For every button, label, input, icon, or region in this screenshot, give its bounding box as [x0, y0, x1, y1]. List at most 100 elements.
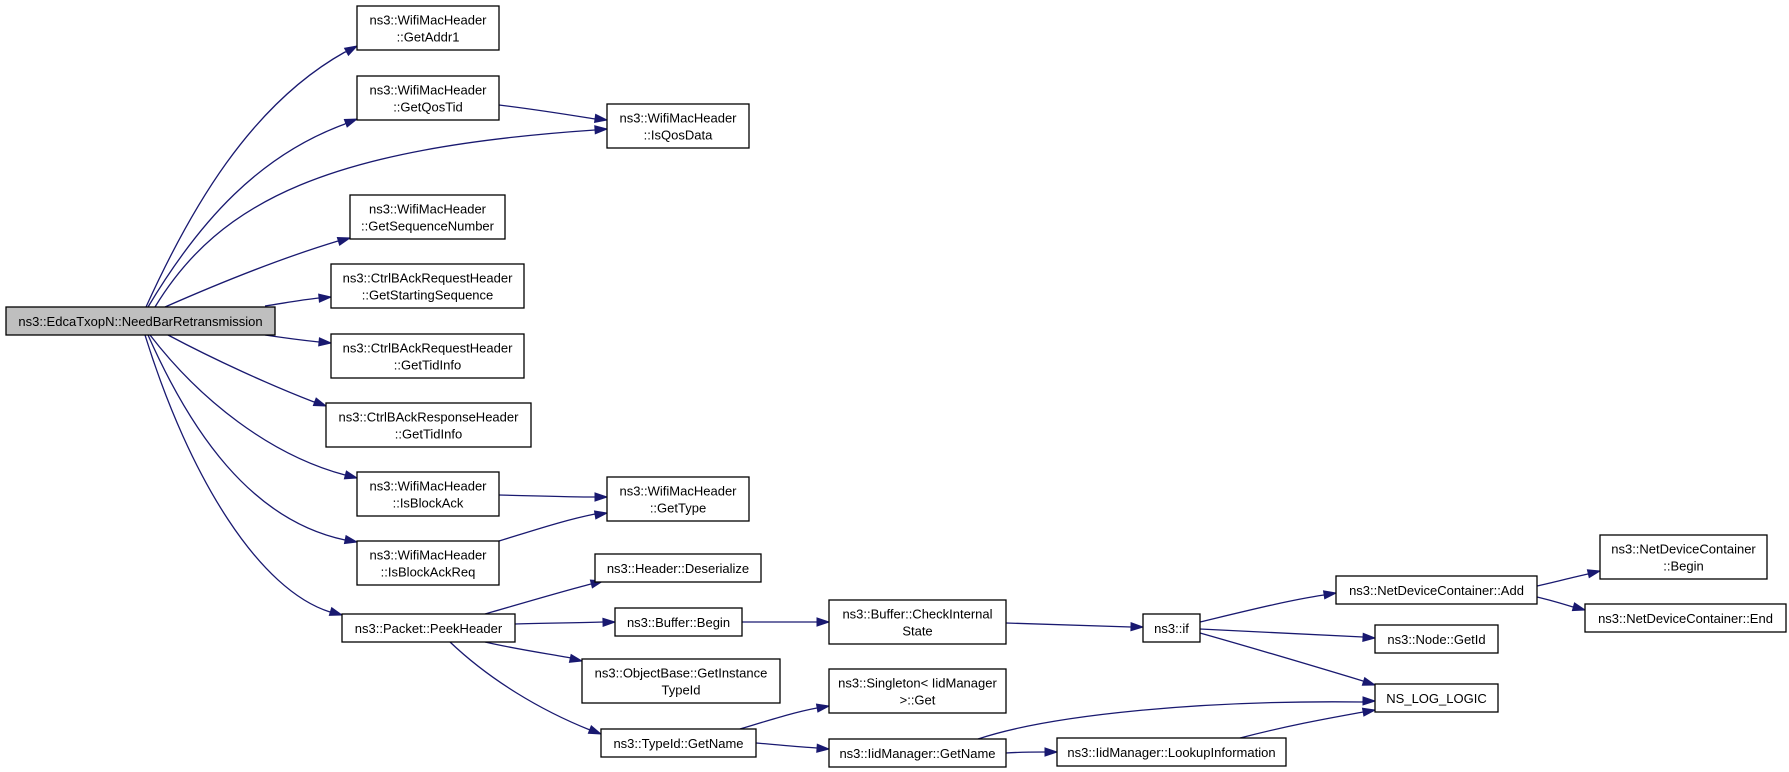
edge-typeidgetname-to-singletonget: [739, 703, 831, 730]
edge-line: [145, 51, 346, 308]
edge-line: [1536, 573, 1589, 587]
node-box[interactable]: [581, 658, 781, 704]
edge-line: [1005, 622, 1132, 628]
edge-lookupinfo-to-nslog: [1239, 707, 1377, 739]
node-box[interactable]: [1335, 575, 1538, 605]
node-label: ns3::CtrlBAckRequestHeader: [343, 271, 513, 286]
arrowhead: [1130, 622, 1145, 632]
edge-needbar-to-resptidinfo: [167, 334, 328, 407]
node-isblockackreq[interactable]: ns3::WifiMacHeader::IsBlockAckReq: [356, 540, 500, 586]
node-label: ns3::EdcaTxopN::NeedBarRetransmission: [18, 314, 262, 329]
node-nsif[interactable]: ns3::if: [1142, 613, 1201, 643]
edge-needbar-to-getseqnum: [164, 237, 352, 308]
edge-line: [167, 334, 315, 403]
node-resptidinfo[interactable]: ns3::CtrlBAckResponseHeader::GetTidInfo: [325, 402, 532, 448]
node-box[interactable]: [330, 333, 525, 379]
node-box[interactable]: [356, 540, 500, 586]
edge-peekheader-to-typeidgetname: [449, 641, 603, 735]
edge-line: [147, 334, 346, 541]
node-box[interactable]: [1584, 603, 1787, 633]
node-getstartseq[interactable]: ns3::CtrlBAckRequestHeader::GetStartingS…: [330, 263, 525, 309]
node-box[interactable]: [594, 553, 762, 583]
node-isblockack[interactable]: ns3::WifiMacHeader::IsBlockAck: [356, 471, 500, 517]
node-box[interactable]: [828, 738, 1007, 768]
arrowhead: [1362, 632, 1377, 643]
node-ndcend[interactable]: ns3::NetDeviceContainer::End: [1584, 603, 1787, 633]
node-box[interactable]: [349, 194, 506, 240]
node-label: ::Begin: [1663, 559, 1703, 574]
node-box[interactable]: [606, 103, 750, 149]
node-box[interactable]: [1056, 737, 1287, 767]
arrowhead: [1361, 676, 1377, 686]
node-gettype[interactable]: ns3::WifiMacHeader::GetType: [606, 476, 750, 522]
node-box[interactable]: [1599, 534, 1768, 580]
node-ndcadd[interactable]: ns3::NetDeviceContainer::Add: [1335, 575, 1538, 605]
node-label: ns3::CtrlBAckRequestHeader: [343, 341, 513, 356]
arrowhead: [343, 45, 359, 57]
node-nodegetid[interactable]: ns3::Node::GetId: [1374, 624, 1499, 654]
node-iidgetname[interactable]: ns3::IidManager::GetName: [828, 738, 1007, 768]
node-bufbegin[interactable]: ns3::Buffer::Begin: [614, 607, 743, 637]
node-label: ns3::Packet::PeekHeader: [355, 621, 503, 636]
edge-peekheader-to-getinsttypeid: [484, 641, 584, 663]
edge-line: [149, 334, 346, 476]
node-needbar[interactable]: ns3::EdcaTxopN::NeedBarRetransmission: [5, 306, 276, 336]
node-typeidgetname[interactable]: ns3::TypeId::GetName: [600, 728, 757, 758]
edge-bufbegin-to-checkinternal: [742, 617, 831, 627]
node-box[interactable]: [356, 75, 500, 121]
node-box[interactable]: [600, 728, 757, 758]
node-isqosdata[interactable]: ns3::WifiMacHeader::IsQosData: [606, 103, 750, 149]
node-box[interactable]: [325, 402, 532, 448]
node-box[interactable]: [356, 471, 500, 517]
node-singletonget[interactable]: ns3::Singleton< IidManager>::Get: [828, 668, 1007, 714]
edge-ndcadd-to-ndcend: [1536, 596, 1587, 612]
node-label: ns3::NetDeviceContainer::Add: [1349, 583, 1524, 598]
node-box[interactable]: [828, 668, 1007, 714]
node-label: ns3::WifiMacHeader: [619, 484, 737, 499]
node-box[interactable]: [828, 599, 1007, 645]
node-getqostid[interactable]: ns3::WifiMacHeader::GetQosTid: [356, 75, 500, 121]
arrowhead: [318, 337, 333, 347]
arrowhead: [1571, 602, 1587, 612]
arrowhead: [587, 725, 603, 735]
node-reqtidinfo[interactable]: ns3::CtrlBAckRequestHeader::GetTidInfo: [330, 333, 525, 379]
node-box[interactable]: [356, 5, 500, 51]
node-nslog[interactable]: NS_LOG_LOGIC: [1374, 683, 1499, 713]
edge-line: [739, 707, 818, 730]
arrowhead: [593, 510, 609, 520]
node-box[interactable]: [341, 613, 516, 643]
node-box[interactable]: [330, 263, 525, 309]
node-box[interactable]: [1142, 613, 1201, 643]
node-label: ns3::WifiMacHeader: [369, 202, 487, 217]
node-box[interactable]: [614, 607, 743, 637]
node-box[interactable]: [5, 306, 276, 336]
edge-nsif-to-nslog: [1199, 632, 1377, 686]
node-getseqnum[interactable]: ns3::WifiMacHeader::GetSequenceNumber: [349, 194, 506, 240]
arrowhead: [816, 743, 831, 753]
edge-line: [977, 701, 1364, 740]
node-label: NS_LOG_LOGIC: [1386, 691, 1486, 706]
node-label: ::IsBlockAckReq: [381, 565, 476, 580]
node-label: ns3::WifiMacHeader: [369, 479, 487, 494]
node-getaddr1[interactable]: ns3::WifiMacHeader::GetAddr1: [356, 5, 500, 51]
node-box[interactable]: [606, 476, 750, 522]
edge-line: [498, 513, 596, 542]
node-label: ns3::WifiMacHeader: [619, 111, 737, 126]
edge-needbar-to-peekheader: [144, 334, 344, 616]
arrowhead: [594, 492, 609, 502]
node-box[interactable]: [1374, 683, 1499, 713]
arrowhead: [336, 237, 352, 247]
node-ndcbegin[interactable]: ns3::NetDeviceContainer::Begin: [1599, 534, 1768, 580]
node-label: ::IsBlockAck: [393, 496, 464, 511]
node-lookupinfo[interactable]: ns3::IidManager::LookupInformation: [1056, 737, 1287, 767]
node-box[interactable]: [1374, 624, 1499, 654]
node-deserialize[interactable]: ns3::Header::Deserialize: [594, 553, 762, 583]
edge-typeidgetname-to-iidgetname: [755, 742, 831, 753]
node-label: ::IsQosData: [644, 128, 713, 143]
edge-checkinternal-to-nsif: [1005, 622, 1145, 632]
node-peekheader[interactable]: ns3::Packet::PeekHeader: [341, 613, 516, 643]
edge-line: [755, 742, 818, 749]
arrowhead: [816, 617, 831, 627]
